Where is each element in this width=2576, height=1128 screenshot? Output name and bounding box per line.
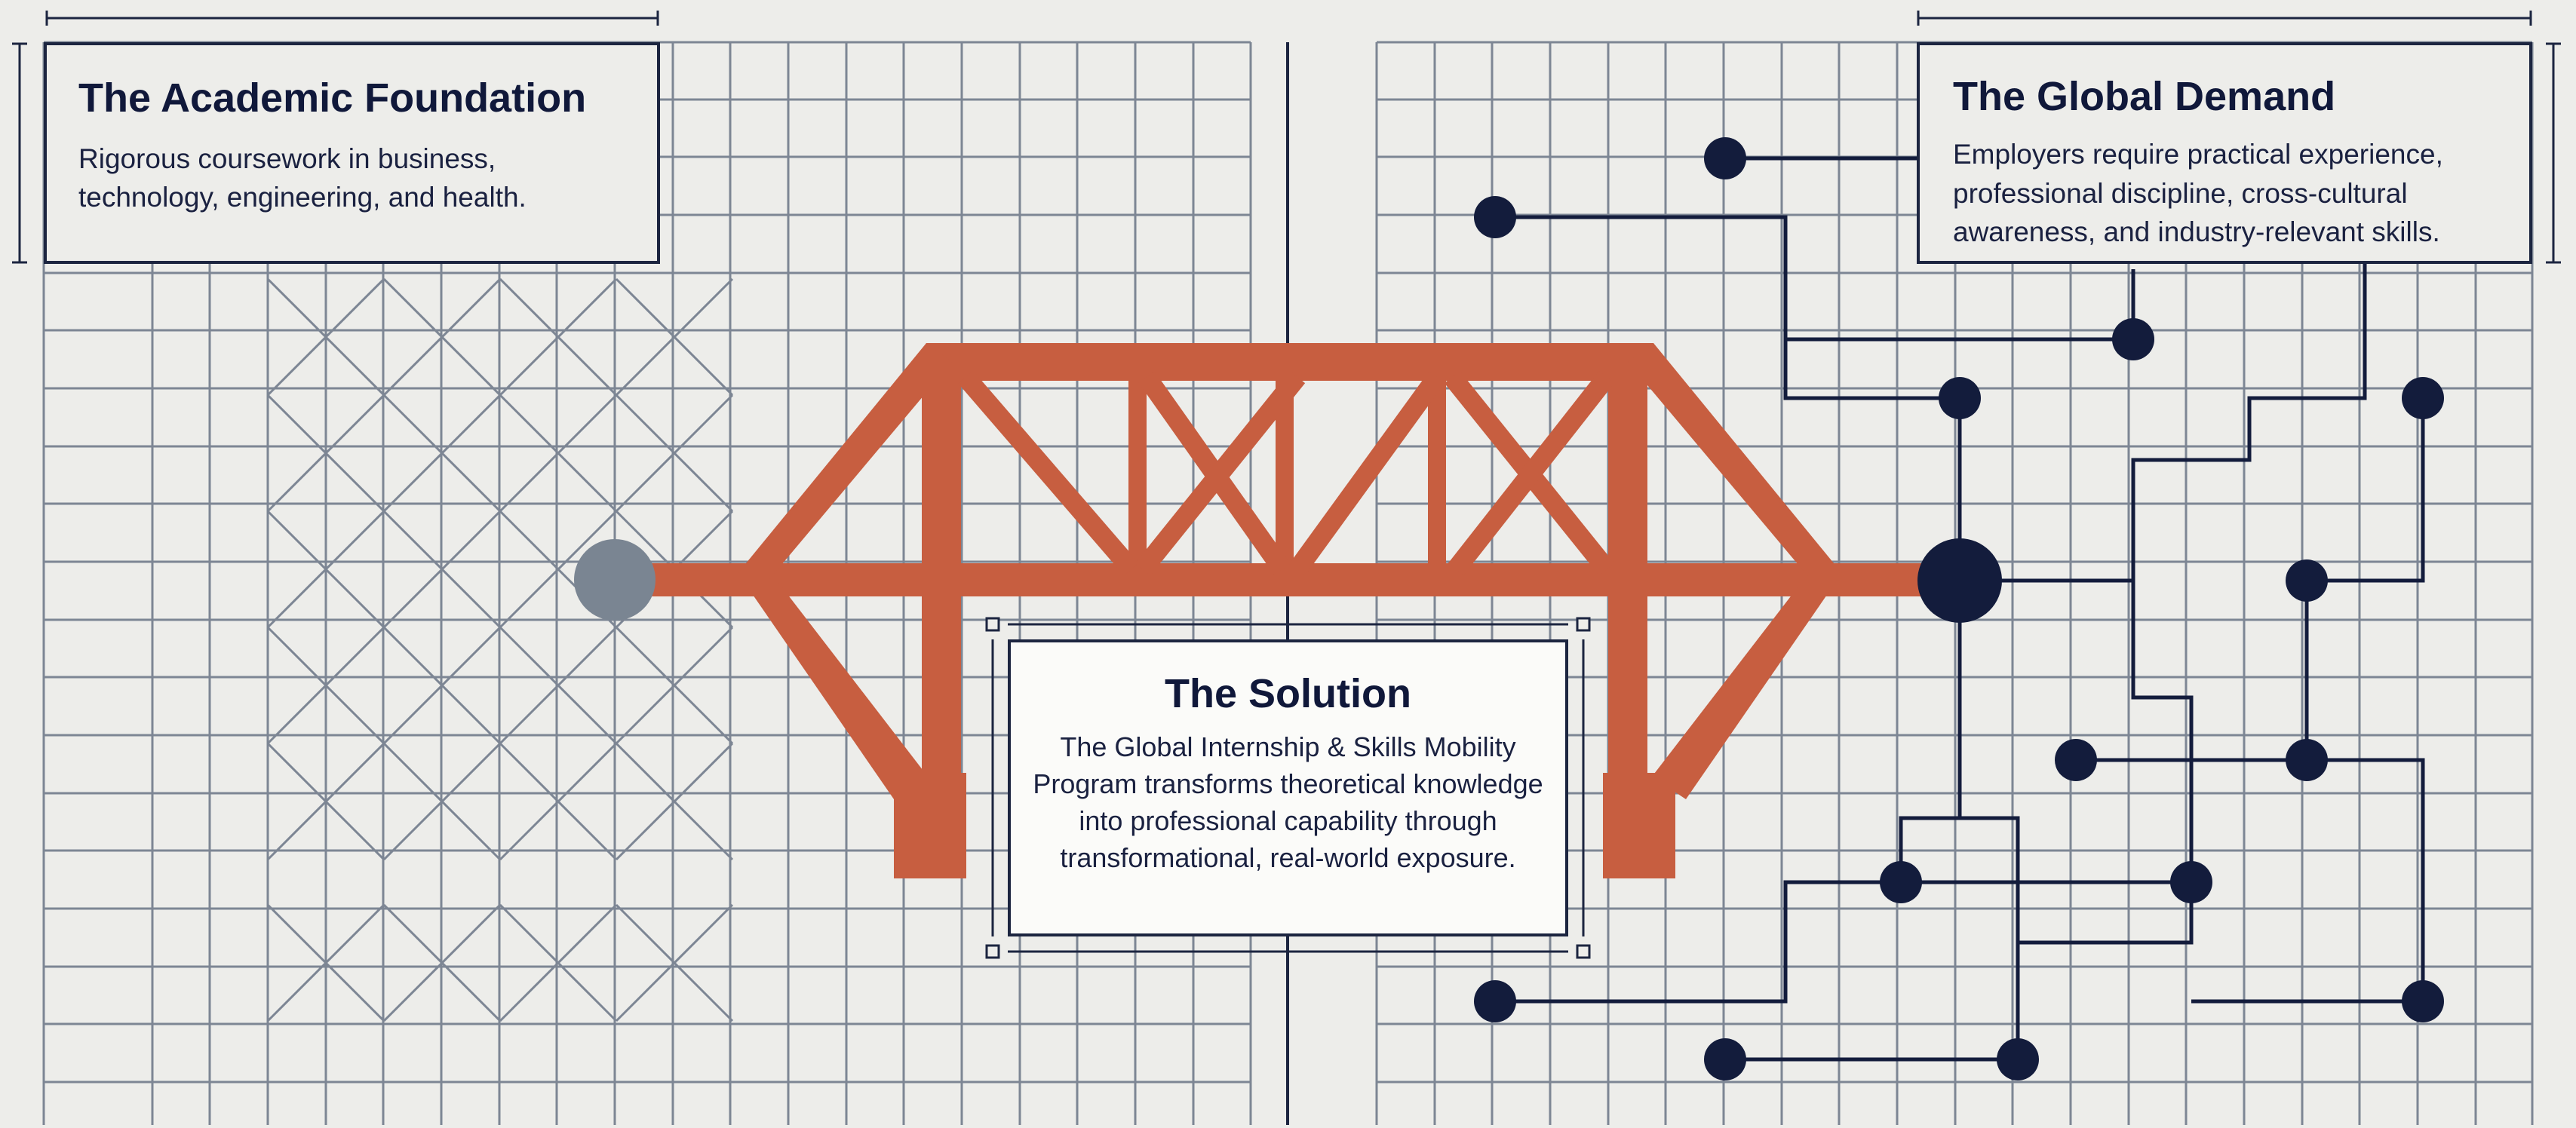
lattice-cross	[382, 277, 502, 397]
academic-foundation-text: Rigorous coursework in business, technol…	[78, 143, 527, 213]
lattice-cross	[382, 742, 502, 861]
bridge-left-end-post	[726, 343, 952, 588]
lattice-cross	[615, 277, 734, 397]
corner-marker	[1576, 944, 1591, 959]
lattice-cross	[266, 903, 385, 1022]
solution-panel: The Solution The Global Internship & Ski…	[1008, 639, 1568, 936]
network-node	[1939, 377, 1981, 419]
solution-text: The Global Internship & Skills Mobility …	[1033, 731, 1543, 873]
bridge-vertical	[1128, 373, 1147, 569]
dimension-lines	[12, 11, 2561, 959]
academic-foundation-panel: The Academic Foundation Rigorous coursew…	[44, 42, 660, 264]
lattice-cross	[382, 626, 502, 745]
academic-foundation-title: The Academic Foundation	[78, 75, 587, 121]
circuit-trace	[1783, 339, 1960, 400]
bridge-diagonal	[1289, 371, 1445, 575]
lattice-cross	[382, 510, 502, 629]
bridge-top-chord	[904, 343, 1676, 381]
bridge-diagonal	[1134, 370, 1306, 576]
lattice-cross	[499, 903, 618, 1022]
lattice-cross	[499, 626, 618, 745]
solution-title: The Solution	[1165, 671, 1411, 716]
network-node	[1474, 980, 1516, 1022]
global-demand-text: Employers require practical experience, …	[1953, 138, 2443, 248]
bridge-icon	[615, 343, 1942, 878]
circuit-trace	[2189, 758, 2307, 882]
lattice-truss	[266, 277, 734, 1022]
bridge-diagonal	[958, 370, 1139, 576]
lattice-cross	[615, 903, 734, 1022]
lattice-cross	[499, 277, 618, 397]
lattice-cross	[382, 394, 502, 513]
circuit-trace	[2018, 882, 2194, 945]
lattice-cross	[266, 394, 385, 513]
start-node	[574, 539, 656, 621]
global-demand-title: The Global Demand	[1953, 74, 2336, 119]
lattice-cross	[266, 742, 385, 861]
lattice-cross	[615, 394, 734, 513]
network-node	[2402, 980, 2444, 1022]
bridge-left-brace	[743, 581, 928, 799]
corner-marker	[985, 617, 1000, 632]
lattice-cross	[499, 394, 618, 513]
network-node	[2286, 739, 2328, 781]
lattice-cross	[266, 626, 385, 745]
global-demand-panel: The Global Demand Employers require prac…	[1917, 42, 2532, 264]
bridge-right-end-post	[1628, 343, 1854, 588]
lattice-cross	[615, 626, 734, 745]
bridge-right-foot	[1603, 773, 1675, 878]
network-nodes	[574, 137, 2444, 1080]
network-node	[2055, 739, 2097, 781]
lattice-cross	[615, 742, 734, 861]
circuit-trace	[1960, 264, 2367, 583]
lattice-cross	[382, 903, 502, 1022]
network-node	[1880, 861, 1922, 903]
lattice-cross	[499, 742, 618, 861]
lattice-cross	[266, 510, 385, 629]
circuit-trace	[2131, 460, 2194, 882]
network-node	[2170, 861, 2212, 903]
network-node	[1474, 196, 1516, 238]
bridge-right-brace	[1652, 581, 1837, 799]
bridge-diagonal	[1448, 370, 1615, 576]
corner-marker	[985, 944, 1000, 959]
hub-node	[1917, 538, 2002, 623]
network-node	[1704, 137, 1746, 179]
bridge-vertical	[1428, 373, 1446, 569]
network-node	[2402, 377, 2444, 419]
network-node	[2112, 318, 2154, 360]
network-node	[2286, 559, 2328, 602]
network-node	[1704, 1038, 1746, 1080]
circuit-trace	[1725, 816, 2020, 1062]
corner-marker	[1576, 617, 1591, 632]
network-node	[1997, 1038, 2039, 1080]
lattice-cross	[266, 277, 385, 397]
